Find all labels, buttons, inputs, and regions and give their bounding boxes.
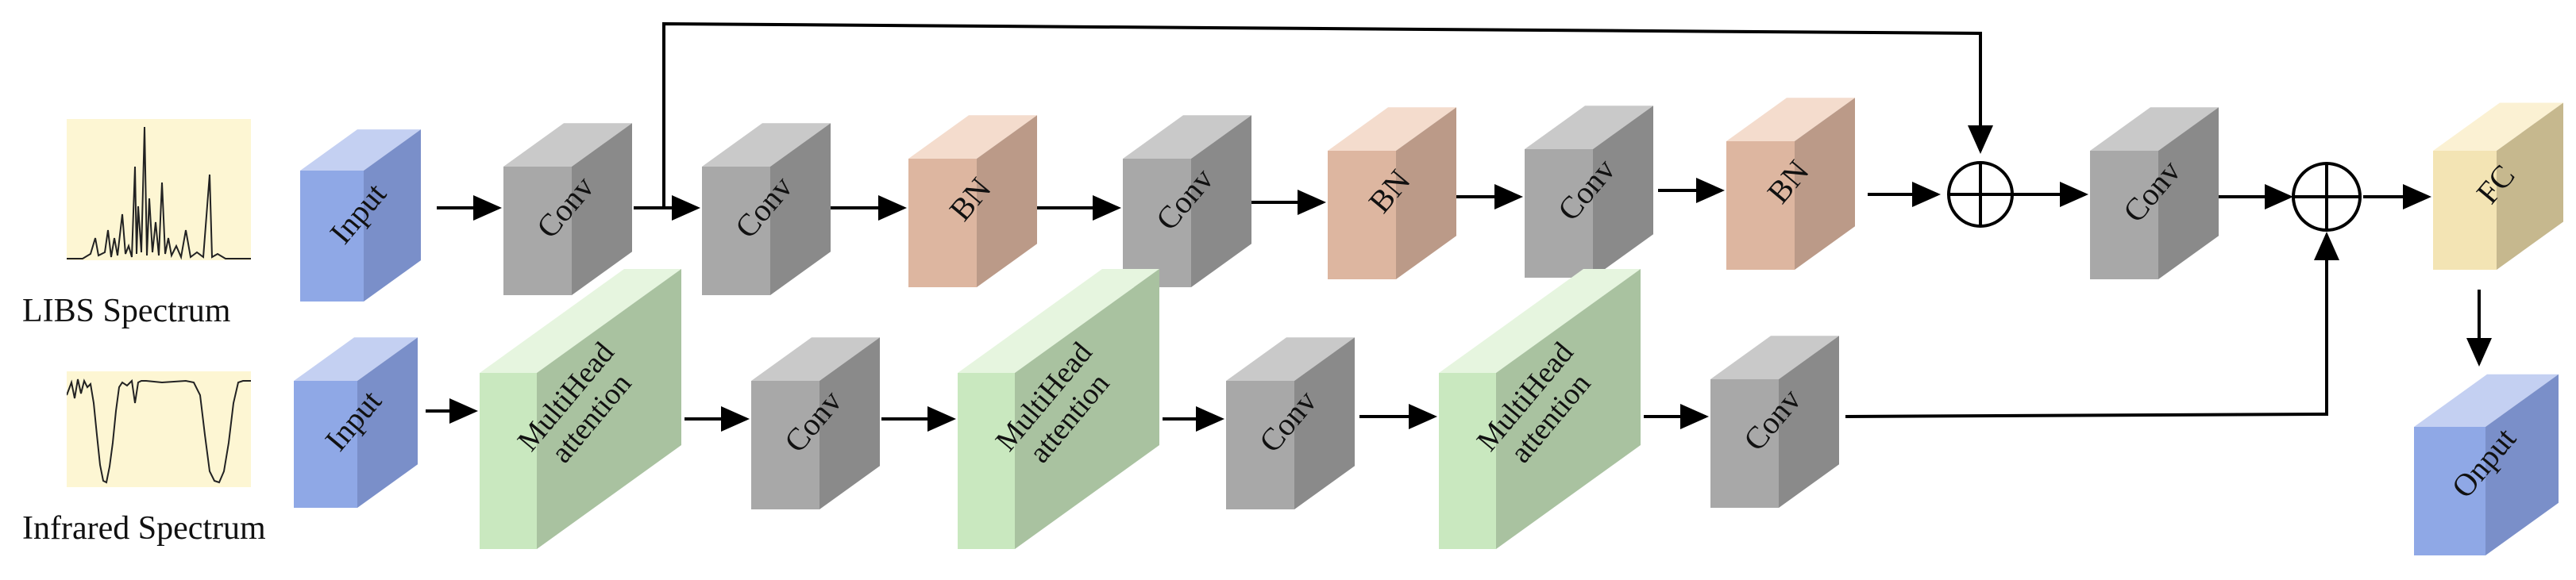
conv-1-side-face — [572, 123, 632, 295]
input-top-front-face — [300, 171, 364, 302]
input-bottom-block: Input — [294, 337, 418, 508]
conv-1-front-face — [503, 167, 572, 295]
conv-7-top-face — [1226, 337, 1355, 381]
mha-1-side-face — [537, 268, 681, 549]
mha-1-top-face — [480, 268, 681, 373]
conv-4-top-face — [1525, 106, 1653, 149]
fc-top-face — [2433, 102, 2563, 151]
bn-2-front-face — [1328, 151, 1396, 279]
bn-3-block: BN — [1726, 98, 1855, 270]
mha-2-front-face — [958, 373, 1015, 549]
mha-3-front-face — [1439, 373, 1496, 549]
fc-front-face — [2433, 151, 2497, 270]
conv-3-front-face — [1123, 159, 1191, 287]
conv-1-block: Conv — [503, 123, 632, 295]
input-top-block: Input — [300, 129, 421, 302]
add-node-1 — [1947, 161, 2014, 228]
output-block: Onput — [2414, 374, 2559, 555]
mha-3-top-face — [1439, 268, 1641, 373]
bn-1-front-face — [908, 159, 977, 287]
conv-4-block: Conv — [1525, 106, 1653, 278]
infrared-spectrum-label: Infrared Spectrum — [22, 510, 266, 547]
conv-8-top-face — [1710, 336, 1839, 379]
mha-2-block: MultiHeadattention — [958, 268, 1159, 549]
conv-7-front-face — [1226, 381, 1294, 509]
mha-1-front-face — [480, 373, 537, 549]
conv-7-block: Conv — [1226, 337, 1355, 509]
merge-connection — [1845, 232, 2339, 418]
add-node-2 — [2292, 162, 2362, 232]
libs-spectrum-plot — [67, 126, 251, 260]
conv-2-block: Conv — [702, 123, 831, 295]
output-side-face — [2485, 374, 2559, 555]
mha-3-block: MultiHeadattention — [1439, 268, 1641, 549]
bn-3-top-face — [1726, 98, 1855, 141]
bn-2-block: BN — [1328, 107, 1456, 279]
conv-4-front-face — [1525, 149, 1593, 278]
mha-2-top-face — [958, 268, 1159, 373]
output-top-face — [2414, 374, 2559, 427]
libs-spectrum-label: LIBS Spectrum — [22, 293, 231, 329]
libs-spectrum-image — [67, 119, 251, 260]
fc-block: FC — [2433, 102, 2563, 270]
conv-5-side-face — [2158, 107, 2219, 279]
conv-3-top-face — [1123, 115, 1251, 159]
conv-3-block: Conv — [1123, 115, 1251, 287]
conv-5-block: Conv — [2090, 107, 2219, 279]
conv-2-front-face — [702, 167, 770, 295]
conv-2-top-face — [702, 123, 831, 167]
bn-3-front-face — [1726, 141, 1795, 270]
connections — [426, 21, 2492, 432]
conv-1-top-face — [503, 123, 632, 167]
bn-3-side-face — [1795, 98, 1855, 270]
conv-6-front-face — [751, 381, 819, 509]
infrared-spectrum-plot — [66, 378, 251, 484]
conv-8-block: Conv — [1710, 336, 1839, 508]
conv-5-top-face — [2090, 107, 2219, 151]
bn-2-top-face — [1328, 107, 1456, 151]
conv-2-side-face — [770, 123, 831, 295]
bn-1-block: BN — [908, 115, 1037, 287]
conv-7-side-face — [1294, 337, 1355, 509]
conv-8-front-face — [1710, 379, 1779, 508]
conv-6-side-face — [819, 337, 880, 509]
input-bottom-side-face — [357, 337, 418, 508]
mha-3-side-face — [1496, 268, 1641, 549]
conv-5-front-face — [2090, 151, 2158, 279]
mha-2-side-face — [1015, 268, 1159, 549]
infrared-spectrum-image — [66, 371, 251, 487]
bn-1-side-face — [977, 115, 1037, 287]
input-top-top-face — [300, 129, 421, 171]
input-top-side-face — [364, 129, 421, 302]
skip-connection — [662, 21, 1993, 208]
input-bottom-front-face — [294, 381, 357, 508]
conv-4-side-face — [1593, 106, 1653, 278]
conv-6-block: Conv — [751, 337, 880, 509]
output-front-face — [2414, 427, 2485, 555]
bn-2-side-face — [1396, 107, 1456, 279]
input-bottom-top-face — [294, 337, 418, 381]
conv-8-side-face — [1779, 336, 1839, 508]
conv-6-top-face — [751, 337, 880, 381]
conv-3-side-face — [1191, 115, 1251, 287]
fc-side-face — [2497, 102, 2563, 270]
bn-1-top-face — [908, 115, 1037, 159]
mha-1-block: MultiHeadattention — [480, 268, 681, 549]
